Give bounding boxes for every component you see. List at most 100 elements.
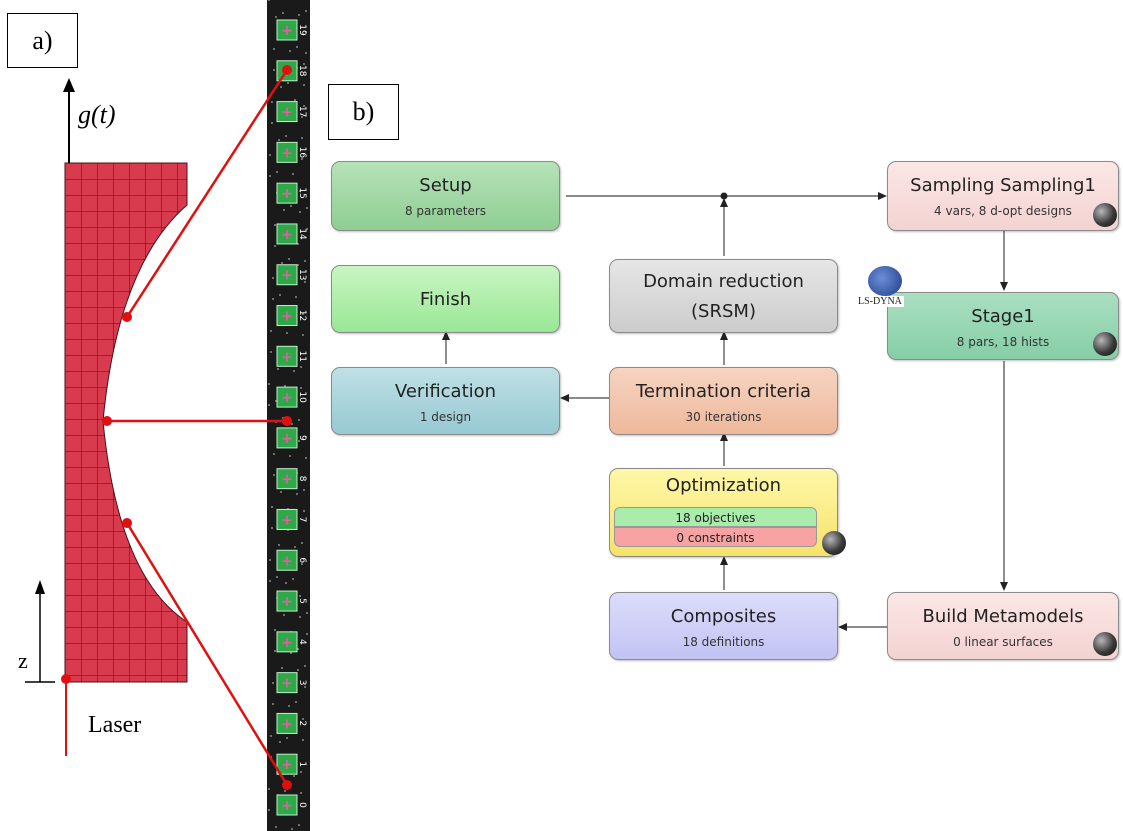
marker-box xyxy=(276,182,298,204)
stage1-title: Stage1 xyxy=(971,306,1035,327)
marker-cross: + xyxy=(281,798,293,814)
speckle-dot xyxy=(282,12,284,14)
speckle-dot xyxy=(301,563,303,565)
termination-sub: 30 iterations xyxy=(685,410,762,424)
speckle-dot xyxy=(280,491,282,493)
marker-cross: + xyxy=(281,594,293,610)
z-axis-label: z xyxy=(18,648,28,673)
verification-sub: 1 design xyxy=(419,410,472,424)
stage1-node[interactable]: Stage1 8 pars, 18 hists xyxy=(887,292,1119,360)
marker-box xyxy=(276,712,298,734)
composites-node[interactable]: Composites 18 definitions xyxy=(609,592,838,660)
speckle-dot xyxy=(274,650,276,652)
marker-cross: + xyxy=(281,716,293,732)
speckle-dot xyxy=(291,828,293,830)
laser-point xyxy=(61,674,71,684)
marker-number: 17 xyxy=(297,106,307,117)
speckle-dot xyxy=(304,260,306,262)
build-metamodels-node[interactable]: Build Metamodels 0 linear surfaces xyxy=(887,592,1119,660)
marker-number: 3 xyxy=(297,680,307,686)
build-status-ball[interactable] xyxy=(1093,632,1117,656)
speckle-dot xyxy=(304,665,306,667)
marker-cross: + xyxy=(281,431,293,447)
marker-box xyxy=(276,141,298,163)
finish-node[interactable]: Finish xyxy=(331,265,560,333)
speckle-dot xyxy=(283,209,285,211)
sampling-sub: 4 vars, 8 d-opt designs xyxy=(934,204,1072,218)
speckle-dot xyxy=(270,351,272,353)
speckle-dot xyxy=(270,735,272,737)
speckle-dot xyxy=(279,741,281,743)
marker-cross: + xyxy=(281,512,293,528)
marker-box xyxy=(276,345,298,367)
laser-label: Laser xyxy=(88,712,142,738)
speckle-dot xyxy=(270,330,272,332)
build-sub: 0 linear surfaces xyxy=(953,635,1053,649)
domain-reduction-node[interactable]: Domain reduction (SRSM) xyxy=(609,259,838,333)
setup-node[interactable]: Setup 8 parameters xyxy=(331,161,560,231)
panel-a-label: a) xyxy=(7,13,78,68)
speckle-dot xyxy=(303,489,305,491)
marker-strip: +19+18+17+16+15+14+13+12+11+10+9+8+7+6+5… xyxy=(267,0,310,831)
speckle-dot xyxy=(303,510,305,512)
speckle-dot xyxy=(300,366,302,368)
speckle-dot xyxy=(273,453,275,455)
speckle-dot xyxy=(291,423,293,425)
marker-box xyxy=(276,508,298,530)
speckle-dot xyxy=(300,792,302,794)
speckle-dot xyxy=(288,705,290,707)
marker-box xyxy=(276,549,298,571)
marker-number: 13 xyxy=(297,269,307,280)
speckle-dot xyxy=(272,277,274,279)
sampling-status-ball[interactable] xyxy=(1093,203,1117,227)
marker-number: 9 xyxy=(297,435,307,441)
sampling-node[interactable]: Sampling Sampling1 4 vars, 8 d-opt desig… xyxy=(887,161,1119,231)
flow-arrowheads xyxy=(442,192,1008,631)
marker-box xyxy=(276,631,298,653)
marker-number: 15 xyxy=(297,187,307,198)
marker-box xyxy=(276,590,298,612)
speckle-dot xyxy=(286,737,288,739)
speckle-dot xyxy=(271,506,273,508)
speckle-dot xyxy=(300,771,302,773)
ls-dyna-logo-text: LS-DYNA xyxy=(856,296,904,307)
ls-dyna-logo: LS-DYNA xyxy=(856,266,924,312)
optimization-title: Optimization xyxy=(665,475,782,496)
optimization-node[interactable]: Optimization 18 objectives 0 constraints xyxy=(609,468,846,557)
marker-box xyxy=(276,427,298,449)
speckle-dot xyxy=(302,739,304,741)
marker-number: 12 xyxy=(297,310,307,321)
marker-box xyxy=(276,19,298,41)
speckle-dot xyxy=(306,633,308,635)
stage1-status-ball[interactable] xyxy=(1093,332,1117,356)
speckle-dot xyxy=(298,14,300,16)
speckle-dot xyxy=(268,383,270,385)
verification-node[interactable]: Verification 1 design xyxy=(331,367,560,435)
marker-box xyxy=(276,223,298,245)
speckle-dot xyxy=(306,228,308,230)
marker-box xyxy=(276,101,298,123)
speckle-dot xyxy=(269,559,271,561)
speckle-dot xyxy=(278,139,280,141)
speckle-dot xyxy=(303,105,305,107)
speckle-dot xyxy=(305,52,307,54)
speckle-dot xyxy=(305,10,307,12)
speckle-dot xyxy=(275,16,277,18)
marker-number: 14 xyxy=(297,228,307,240)
speckle-dot xyxy=(272,703,274,705)
optimization-status-ball[interactable] xyxy=(822,531,846,555)
setup-sub: 8 parameters xyxy=(404,204,487,218)
speckle-dot xyxy=(284,385,286,387)
speckle-dot xyxy=(298,419,300,421)
speckle-dot xyxy=(276,576,278,578)
speckle-dot xyxy=(299,595,301,597)
marker-number: 11 xyxy=(297,351,307,362)
marker-number: 5 xyxy=(297,598,307,604)
connector-lines xyxy=(102,65,292,790)
globe-icon xyxy=(868,266,902,296)
speckle-dot xyxy=(268,0,270,1)
marker-box xyxy=(276,672,298,694)
termination-node[interactable]: Termination criteria 30 iterations xyxy=(609,367,838,435)
speckle-dot xyxy=(302,313,304,315)
